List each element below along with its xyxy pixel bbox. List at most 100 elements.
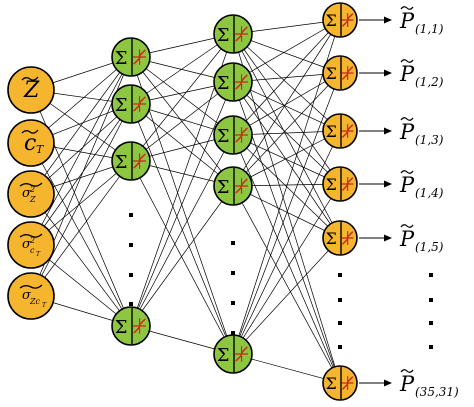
sigma-symbol: Σ [115, 48, 128, 69]
tilde-accent [19, 182, 43, 187]
hidden2-neuron: Σ [213, 14, 253, 54]
ellipsis-dot [429, 273, 433, 277]
sigma-symbol: Σ [217, 25, 230, 46]
output-label-sub: (35,31) [415, 385, 459, 399]
input-label-base: Z [23, 78, 40, 103]
ellipsis-dot [338, 273, 342, 277]
connections [30, 19, 341, 384]
connection-line [130, 33, 234, 162]
connection-line [232, 72, 341, 355]
sigma-symbol: Σ [217, 126, 230, 147]
tilde-accent [400, 6, 414, 10]
input-label-sub: c [30, 246, 35, 255]
input-z-label: Z [21, 76, 40, 103]
hidden2-neuron-body [213, 166, 253, 206]
output-neuron-body [322, 2, 358, 38]
arrow-head-icon [384, 69, 392, 77]
arrow-head-icon [384, 127, 392, 135]
connection-line [30, 56, 132, 195]
ellipsis-dot [231, 331, 235, 335]
input-label-sup: 2 [29, 185, 35, 194]
ellipsis-dot [338, 345, 342, 349]
connection-line [232, 72, 341, 187]
sigma-symbol: Σ [217, 177, 230, 198]
connection-line [30, 193, 132, 327]
input-ct-node [7, 119, 55, 167]
connection-line [232, 33, 341, 384]
connection-line [232, 237, 341, 355]
sigma-symbol: Σ [326, 11, 337, 30]
ellipsis-dot [429, 321, 433, 325]
ellipsis-dot [338, 298, 342, 302]
output-label-base: P [399, 173, 415, 197]
hidden2-neuron: Σ [213, 334, 253, 374]
connection-line [232, 134, 341, 384]
connection-line [232, 33, 341, 132]
connection-line [232, 19, 341, 136]
output-label-sub: (1,3) [415, 133, 444, 147]
connection-line [232, 183, 341, 355]
hidden2-neuron-body [213, 62, 253, 102]
sigma-symbol: Σ [115, 152, 128, 173]
sigma-symbol: Σ [217, 345, 230, 366]
ellipsis-dot [129, 273, 133, 277]
ellipsis-dot [338, 321, 342, 325]
input-sigma-z-node [7, 170, 55, 218]
connection-line [130, 103, 234, 355]
hidden2-neuron: Σ [213, 115, 253, 155]
arrow-head-icon [384, 180, 392, 188]
hidden1-neuron-body [111, 84, 151, 124]
connection-line [30, 56, 132, 246]
connection-line [30, 103, 132, 246]
tilde-accent [400, 369, 414, 373]
ellipsis-dot [429, 345, 433, 349]
input-label-subsub: T [36, 251, 41, 258]
output-label-sub: (1,2) [415, 75, 444, 89]
tilde-accent [400, 170, 414, 174]
hidden1-neuron: Σ [111, 306, 151, 346]
arrow-head-icon [384, 379, 392, 387]
sigma-symbol: Σ [326, 374, 337, 393]
connection-line [232, 72, 341, 136]
output-neuron: Σ [322, 220, 358, 256]
ellipsis-dot [129, 243, 133, 247]
tilde-accent [21, 76, 39, 81]
output-neuron-body [322, 55, 358, 91]
output-label-sub: (1,4) [415, 186, 444, 200]
output-label-base: P [399, 120, 415, 144]
output-label-base: P [399, 372, 415, 396]
connection-line [30, 103, 132, 297]
tilde-accent [400, 117, 414, 121]
sigma-symbol: Σ [326, 229, 337, 248]
connection-line [30, 160, 132, 297]
sigma-symbol: Σ [326, 175, 337, 194]
arrow-head-icon [384, 234, 392, 242]
input-label-base: σ [22, 288, 32, 303]
ellipsis-dot [231, 301, 235, 305]
output-neuron: Σ [322, 365, 358, 401]
sigma-symbol: Σ [115, 317, 128, 338]
output-label-base: P [399, 9, 415, 33]
input-label-subsub: T [42, 302, 47, 309]
tilde-accent [19, 233, 43, 238]
sigma-symbol: Σ [115, 95, 128, 116]
tilde-accent [400, 224, 414, 228]
tilde-accent [19, 284, 43, 289]
connection-line [232, 33, 341, 239]
hidden1-neuron-body [111, 306, 151, 346]
output-label: P(1,4) [399, 170, 444, 200]
sigma-symbol: Σ [217, 73, 230, 94]
ellipsis-dots [129, 213, 433, 349]
output-neuron-body [322, 166, 358, 202]
output-neuron-body [322, 113, 358, 149]
input-label-base: c [24, 131, 36, 156]
output-label-sub: (1,1) [415, 22, 444, 36]
arrow-head-icon [384, 16, 392, 24]
connection-line [130, 81, 234, 162]
hidden2-neuron: Σ [213, 166, 253, 206]
hidden1-neuron: Σ [111, 37, 151, 77]
connection-line [130, 160, 234, 355]
